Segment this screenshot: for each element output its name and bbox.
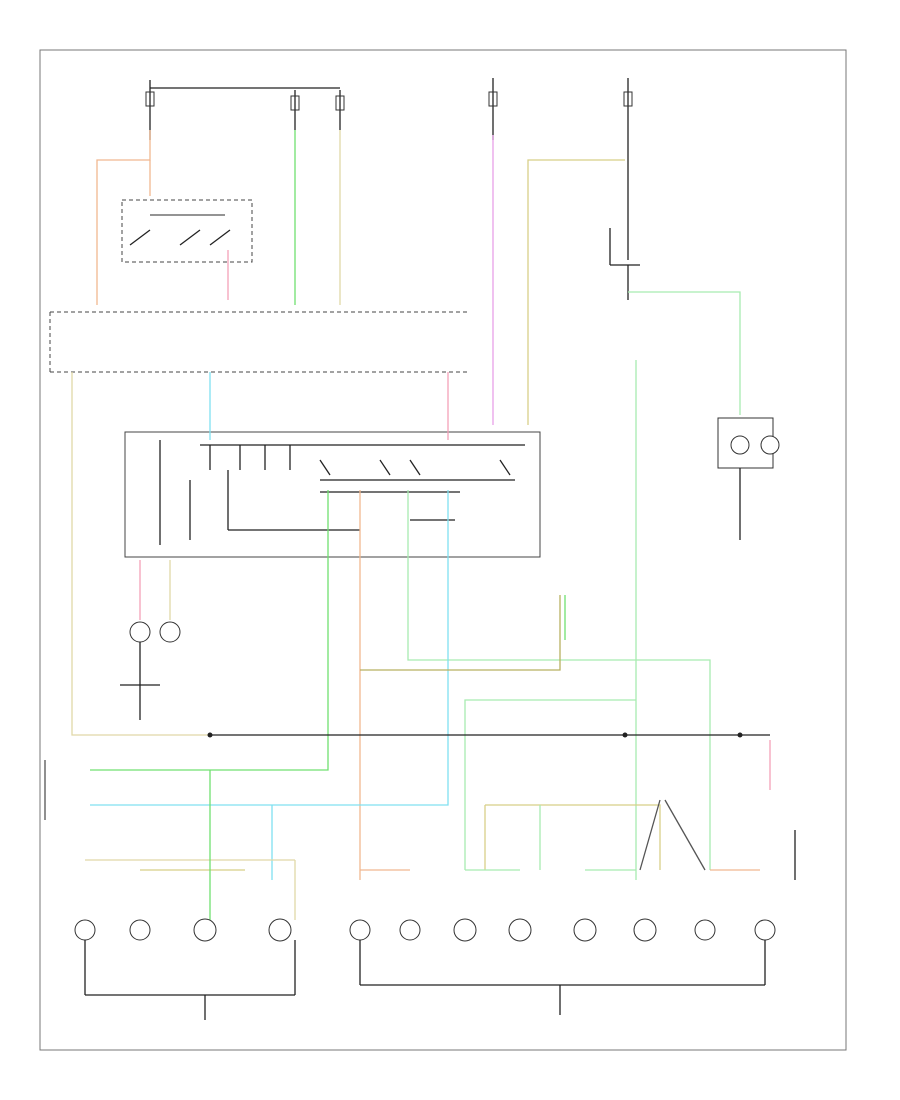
bottom-lamp-wires <box>85 770 760 920</box>
module-internal <box>159 440 525 545</box>
bottom-grounds <box>84 830 796 1020</box>
wire-light-green-right <box>628 291 741 415</box>
splice-node <box>622 732 628 738</box>
fuse-group-left <box>145 80 345 140</box>
mid-wires <box>90 490 771 880</box>
right-relay-stack <box>609 150 640 300</box>
wire-olive-top <box>527 159 625 425</box>
lamp-pair-right <box>717 417 780 540</box>
headlamp-switch-box <box>121 199 253 263</box>
splice-node <box>737 732 743 738</box>
diagram-border <box>39 49 847 1051</box>
fuse-group-right <box>623 78 633 150</box>
splice-node <box>207 732 213 738</box>
bottom-lamps <box>74 918 776 942</box>
top-wires <box>96 130 625 425</box>
lighting-control-module <box>124 431 541 558</box>
wire-tan-left <box>71 372 210 736</box>
wire-orange-left <box>96 130 151 305</box>
fuse-group-middle <box>488 78 498 140</box>
switch-contacts <box>129 214 231 246</box>
lamp-pair-left <box>120 621 181 720</box>
